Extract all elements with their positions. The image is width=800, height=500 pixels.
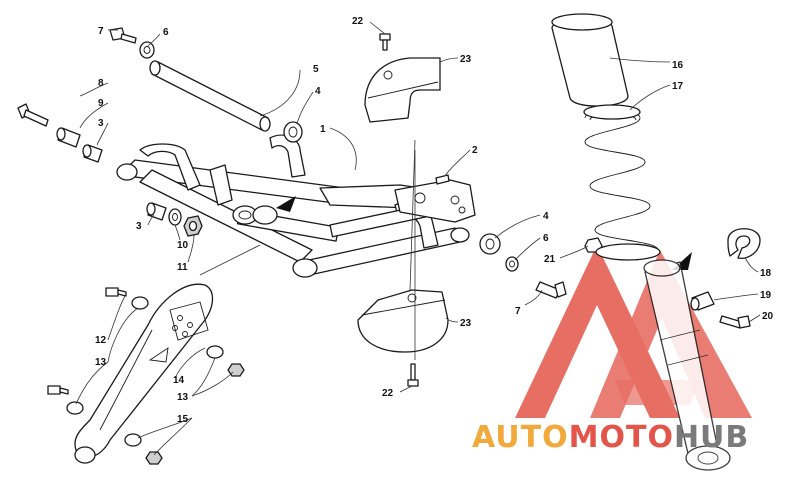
spacer-9	[56, 127, 81, 148]
callout-7-lower: 7	[515, 306, 521, 317]
callout-14: 14	[173, 375, 185, 386]
watermark-logo	[515, 245, 752, 418]
callout-labels: 1 2 3 3 4 4 5 6 6 7 7 8 9 10 11 12 13 13…	[95, 16, 774, 425]
bolt-2	[435, 174, 450, 185]
watermark-word-auto: AUTO	[472, 420, 569, 455]
callout-13-right: 13	[177, 392, 189, 403]
callout-4-lower: 4	[543, 211, 549, 222]
fastener-bolt-7-top	[109, 27, 137, 44]
strap-fasteners	[47, 287, 245, 465]
callout-12: 12	[95, 335, 107, 346]
callout-3-top: 3	[98, 118, 104, 129]
callout-8: 8	[98, 78, 104, 89]
callout-3-lower: 3	[136, 221, 142, 232]
callout-23-top: 23	[460, 54, 472, 65]
callout-13-left: 13	[95, 357, 107, 368]
limiter-strap-14	[74, 283, 214, 464]
screw-22-top	[379, 33, 391, 51]
screw-22-bottom	[407, 363, 419, 387]
callout-11: 11	[177, 262, 188, 273]
watermark-text: AUTOMOTOHUB	[472, 420, 749, 455]
washer-6-lower	[505, 256, 519, 272]
nut-11	[183, 215, 203, 237]
swing-arm-frame	[116, 134, 476, 278]
callout-18: 18	[760, 268, 772, 279]
bump-boot-16	[551, 13, 629, 107]
callout-5: 5	[313, 64, 319, 75]
callout-4-top: 4	[315, 86, 321, 97]
direction-arrow	[276, 196, 296, 212]
spacer-19	[690, 291, 715, 311]
callout-2: 2	[472, 145, 478, 156]
svg-text:AUTOMOTOHUB: AUTOMOTOHUB	[472, 420, 749, 455]
callout-22-bottom: 22	[382, 388, 394, 399]
bolt-8	[17, 103, 49, 127]
bushing-4-top	[283, 121, 303, 143]
bolt-20	[719, 315, 751, 329]
callout-9: 9	[98, 98, 104, 109]
callout-20: 20	[762, 311, 774, 322]
mount-half-upper	[364, 57, 441, 123]
bushing-3-lower	[146, 202, 167, 221]
leader-lines	[75, 21, 761, 456]
mount-half-lower	[357, 289, 449, 353]
callout-6-lower: 6	[543, 233, 549, 244]
callout-21: 21	[544, 254, 556, 265]
retainer-clip-18	[727, 228, 761, 259]
callout-7-top: 7	[98, 26, 104, 37]
watermark-word-moto: MOTO	[569, 420, 674, 455]
callout-22-top: 22	[352, 16, 364, 27]
shock-body	[643, 259, 731, 471]
callout-15: 15	[177, 414, 189, 425]
callout-16: 16	[672, 60, 684, 71]
callout-23-bottom: 23	[460, 318, 472, 329]
shaft-5	[149, 60, 271, 132]
callout-19: 19	[760, 290, 772, 301]
washer-10	[168, 208, 182, 226]
washer-6-top	[139, 41, 155, 59]
bolt-7-lower	[535, 281, 567, 299]
coil-spring-17	[583, 104, 661, 261]
callout-10: 10	[177, 240, 189, 251]
callout-17: 17	[672, 81, 684, 92]
bushing-4-lower	[479, 233, 501, 255]
watermark-word-hub: HUB	[674, 420, 749, 455]
callout-1: 1	[320, 124, 326, 135]
bushing-3-top	[82, 144, 103, 163]
callout-6-top: 6	[163, 27, 169, 38]
